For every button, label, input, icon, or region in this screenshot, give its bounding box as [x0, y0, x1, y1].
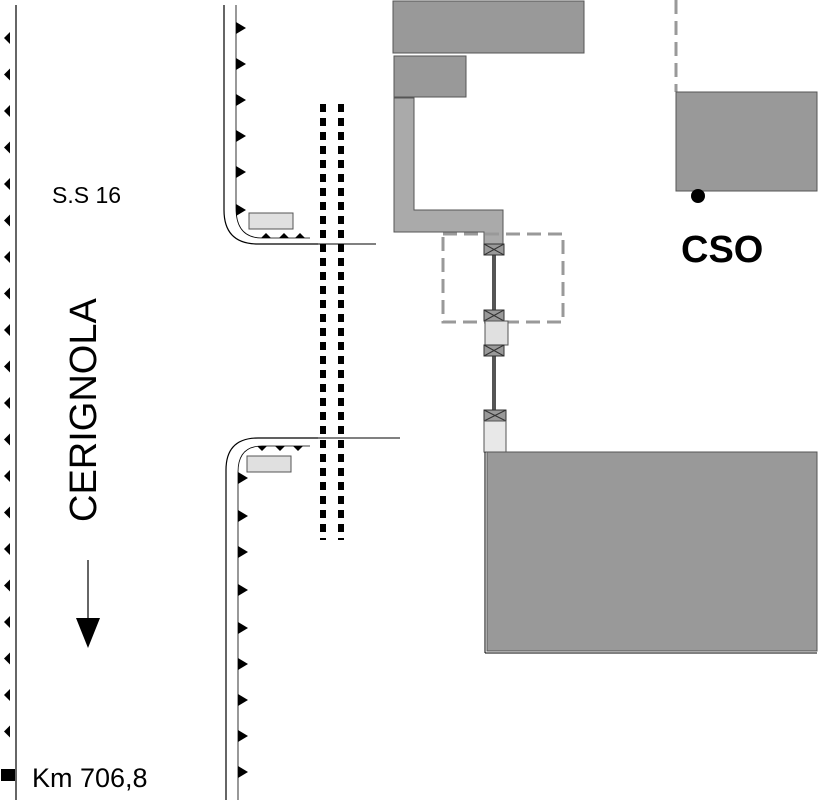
edge-tick [4, 725, 10, 738]
building-top-large [392, 0, 585, 54]
edge-tick [238, 730, 248, 742]
road-edge-ticks-lower [238, 446, 303, 778]
lower-road-sign [246, 455, 292, 473]
edge-tick [261, 233, 271, 238]
building-cso [675, 91, 818, 192]
junction-box-1 [483, 243, 505, 256]
edge-tick [4, 689, 10, 701]
edge-tick [236, 22, 246, 34]
down-arrow-icon [76, 618, 100, 648]
square-marker-icon [1, 769, 15, 781]
edge-tick [275, 446, 285, 451]
edge-tick [4, 287, 10, 300]
edge-tick [4, 68, 10, 81]
edge-tick [4, 178, 10, 190]
lower-road-inner [237, 445, 310, 800]
junction-box-3 [483, 344, 505, 357]
edge-tick [257, 446, 267, 451]
edge-tick [295, 233, 305, 238]
edge-tick [4, 433, 10, 446]
edge-tick [4, 616, 10, 628]
edge-tick [293, 446, 303, 451]
edge-tick [4, 360, 10, 373]
edge-tick [4, 470, 10, 482]
edge-tick [4, 324, 10, 336]
edge-tick [4, 397, 10, 409]
edge-tick [238, 766, 248, 778]
edge-tick [238, 658, 248, 670]
junction-box-4 [483, 409, 507, 422]
upper-road-inner [235, 5, 310, 239]
edge-tick [4, 141, 10, 154]
road-edge-ticks-left [4, 32, 10, 738]
edge-tick [238, 694, 248, 706]
km-marker-label: Km 706,8 [32, 763, 148, 793]
edge-tick [236, 94, 246, 106]
edge-tick [236, 130, 246, 142]
edge-tick [4, 214, 10, 227]
edge-tick [4, 506, 10, 519]
edge-tick [238, 546, 248, 558]
site-label: CSO [681, 229, 763, 271]
edge-tick [4, 652, 10, 665]
direction-label: CERIGNOLA [63, 298, 105, 522]
road-label: S.S 16 [52, 182, 121, 208]
edge-tick [238, 622, 248, 634]
junction-box-2 [483, 309, 505, 322]
edge-tick [236, 204, 246, 216]
building-large [486, 451, 818, 652]
edge-tick [4, 105, 10, 117]
upper-road-sign [248, 212, 294, 230]
upper-road-edge [223, 5, 318, 245]
connector-module [484, 320, 509, 346]
dot-icon [691, 189, 705, 203]
edge-tick [4, 543, 10, 555]
edge-tick [279, 233, 289, 238]
edge-tick [4, 32, 10, 44]
edge-tick [4, 251, 10, 263]
edge-tick [238, 510, 248, 522]
l-shaped-corridor [393, 97, 504, 245]
edge-tick [4, 579, 10, 592]
edge-tick [236, 58, 246, 70]
lower-road-edge [225, 437, 318, 800]
road-edge-ticks-upper [236, 22, 305, 238]
edge-tick [236, 166, 246, 178]
edge-tick [238, 584, 248, 596]
building-top-small [393, 55, 467, 98]
connector-entry [483, 420, 507, 453]
edge-tick [238, 472, 248, 484]
